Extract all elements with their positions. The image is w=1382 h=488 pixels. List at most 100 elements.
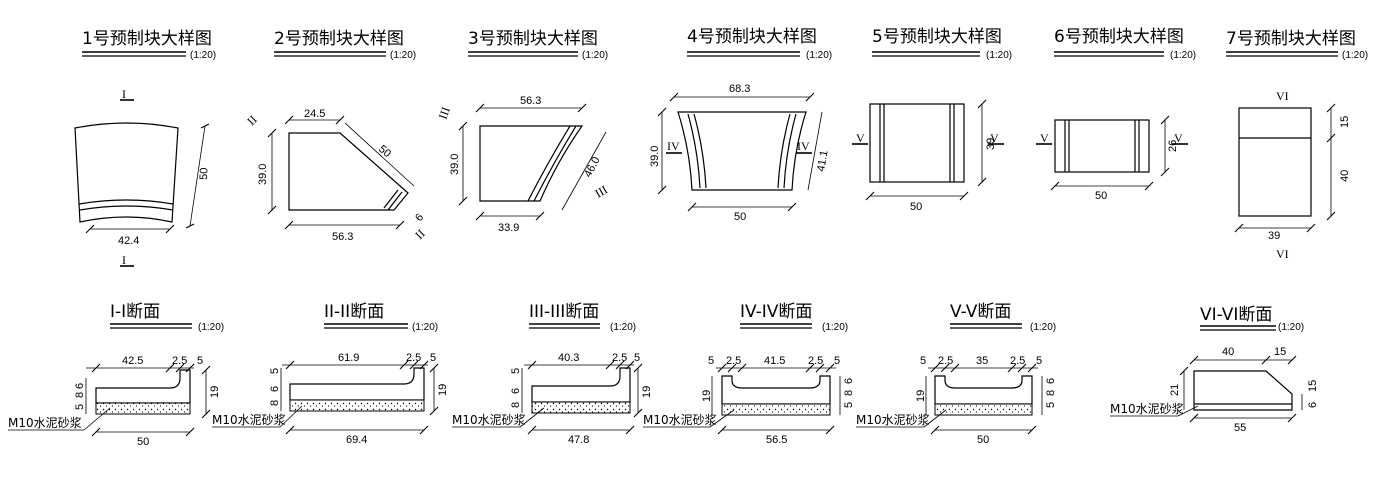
plan-7-scale: (1:20) [1342, 50, 1368, 61]
section-3-scale: (1:20) [610, 322, 636, 333]
plan-6-dim-width: 50 [1095, 190, 1107, 202]
section-3-left-a: 5 [510, 368, 522, 374]
section-5-title: V-V断面 [950, 302, 1011, 322]
plan-3-title: 3号预制块大样图 [468, 29, 598, 49]
section-5-top-e: 5 [1036, 355, 1042, 367]
plan-4-scale: (1:20) [806, 50, 832, 61]
section-5-top-a: 5 [920, 355, 926, 367]
section-5-right-c: 5 [1045, 402, 1057, 408]
section-5-right-a: 6 [1045, 378, 1057, 384]
plan-5-mark-b: V [990, 131, 999, 145]
section-2-title: II-II断面 [324, 302, 384, 322]
section-5-scale: (1:20) [1030, 322, 1056, 333]
section-1-top-a: 42.5 [122, 355, 143, 367]
plan-1-title: 1号预制块大样图 [82, 29, 212, 49]
plan-2-mark-b: II [412, 227, 428, 243]
section-1-left-b: 8 [74, 392, 86, 398]
plan-1-scale: (1:20) [190, 50, 216, 61]
section-6-right-b: 6 [1307, 402, 1319, 408]
section-5-top-c: 35 [976, 355, 988, 367]
plan-7-dim-width: 39 [1268, 230, 1280, 242]
section-5-mortar-label: M10水泥砂浆 [856, 412, 930, 427]
section-6-title: VI-VI断面 [1200, 305, 1272, 325]
section-4-top-d: 2.5 [808, 355, 823, 367]
section-2-top-c: 5 [430, 352, 436, 364]
plan-1-mark-top: I [122, 87, 126, 101]
plan-4: 4号预制块大样图 (1:20) 68.3 39.0 41.1 50 IV IV [649, 27, 832, 223]
plan-3-dim-top: 56.3 [520, 95, 541, 107]
section-6-scale: (1:20) [1278, 322, 1304, 333]
plan-5-title: 5号预制块大样图 [872, 27, 1002, 47]
plan-2-dim-top: 24.5 [304, 108, 325, 120]
section-4-top-a: 5 [708, 355, 714, 367]
section-1-left-c: 5 [74, 404, 86, 410]
plan-4-dim-top: 68.3 [729, 83, 750, 95]
plan-2-dim-bottom: 56.3 [332, 231, 353, 243]
section-5-top-d: 2.5 [1010, 355, 1025, 367]
section-1-top-c: 5 [197, 355, 203, 367]
section-2-left-c: 8 [269, 400, 281, 406]
section-4-right-b: 8 [843, 390, 855, 396]
section-3-top-c: 5 [634, 352, 640, 364]
section-4-top-b: 2.5 [726, 355, 741, 367]
section-1-title: I-I断面 [110, 302, 160, 322]
plan-1-dim-width: 42.4 [118, 235, 139, 247]
section-5: V-V断面 (1:20) 5 2.5 35 2.5 5 19 6 8 5 50 … [856, 302, 1057, 446]
section-5-left: 19 [915, 390, 927, 402]
plan-2-dim-height: 39.0 [257, 164, 269, 185]
plan-4-title: 4号预制块大样图 [687, 27, 817, 47]
plan-4-mark-a: IV [667, 139, 680, 153]
section-5-top-b: 2.5 [938, 355, 953, 367]
plan-5-mark-a: V [856, 131, 865, 145]
section-6-bottom: 55 [1234, 422, 1246, 434]
plan-2-scale: (1:20) [390, 50, 416, 61]
section-2-left-a: 5 [269, 368, 281, 374]
plan-6-mark-b: V [1174, 131, 1183, 145]
section-1-top-b: 2.5 [172, 355, 187, 367]
section-1-scale: (1:20) [198, 322, 224, 333]
section-6-left: 21 [1169, 384, 1181, 396]
plan-7-mark-bottom: VI [1276, 247, 1289, 261]
plan-3-dim-bottom: 33.9 [498, 222, 519, 234]
plan-2-dim-small: 6 [413, 212, 426, 224]
plan-2: 2号预制块大样图 (1:20) 24.5 50 39.0 56.3 6 II I… [244, 29, 428, 243]
section-2-right: 19 [437, 384, 449, 396]
plan-5-dim-width: 50 [910, 201, 922, 213]
plan-5-scale: (1:20) [986, 50, 1012, 61]
section-4-scale: (1:20) [822, 322, 848, 333]
plan-2-title: 2号预制块大样图 [274, 29, 404, 49]
section-3-left-c: 8 [510, 402, 522, 408]
plan-3-dim-height: 39.0 [449, 154, 461, 175]
section-1: I-I断面 (1:20) 42.5 2.5 5 19 6 8 5 50 M10水… [8, 302, 224, 448]
plan-7-title: 7号预制块大样图 [1226, 29, 1356, 49]
plan-3-mark-a: III [436, 105, 453, 121]
section-2: II-II断面 (1:20) 61.9 2.5 5 19 5 6 8 69.4 … [212, 302, 449, 446]
plan-6-title: 6号预制块大样图 [1054, 27, 1184, 47]
plan-1-mark-bottom: I [122, 253, 126, 267]
section-2-top-a: 61.9 [338, 352, 359, 364]
plan-4-dim-bottom: 50 [734, 211, 746, 223]
section-4-mortar-label: M10水泥砂浆 [643, 412, 717, 427]
section-6: VI-VI断面 (1:20) 40 15 21 15 6 55 M10水泥砂浆 [1110, 305, 1319, 434]
section-6-top-b: 15 [1274, 346, 1286, 358]
section-4-title: IV-IV断面 [740, 302, 812, 322]
plan-7-dim-bottom: 40 [1339, 170, 1351, 182]
section-3-mortar-label: M10水泥砂浆 [452, 412, 526, 427]
section-1-mortar-label: M10水泥砂浆 [8, 415, 82, 430]
section-2-left-b: 6 [269, 386, 281, 392]
plan-5: 5号预制块大样图 (1:20) V V 39 50 [852, 27, 1012, 213]
section-3-top-b: 2.5 [612, 352, 627, 364]
section-4-left: 19 [701, 390, 713, 402]
section-1-right: 19 [209, 386, 221, 398]
plan-7-dim-top: 15 [1339, 116, 1351, 128]
plan-6-dim-height: 26 [1167, 140, 1179, 152]
plan-4-mark-b: IV [797, 139, 810, 153]
plan-4-dim-right: 41.1 [815, 149, 831, 172]
section-2-mortar-label: M10水泥砂浆 [212, 412, 286, 427]
section-6-mortar-label: M10水泥砂浆 [1110, 401, 1184, 416]
plan-3: 3号预制块大样图 (1:20) 56.3 39.0 46.0 33.9 III … [436, 29, 610, 234]
plan-2-mark-a: II [244, 113, 260, 129]
section-3-right: 19 [641, 386, 653, 398]
section-4-top-e: 5 [834, 355, 840, 367]
